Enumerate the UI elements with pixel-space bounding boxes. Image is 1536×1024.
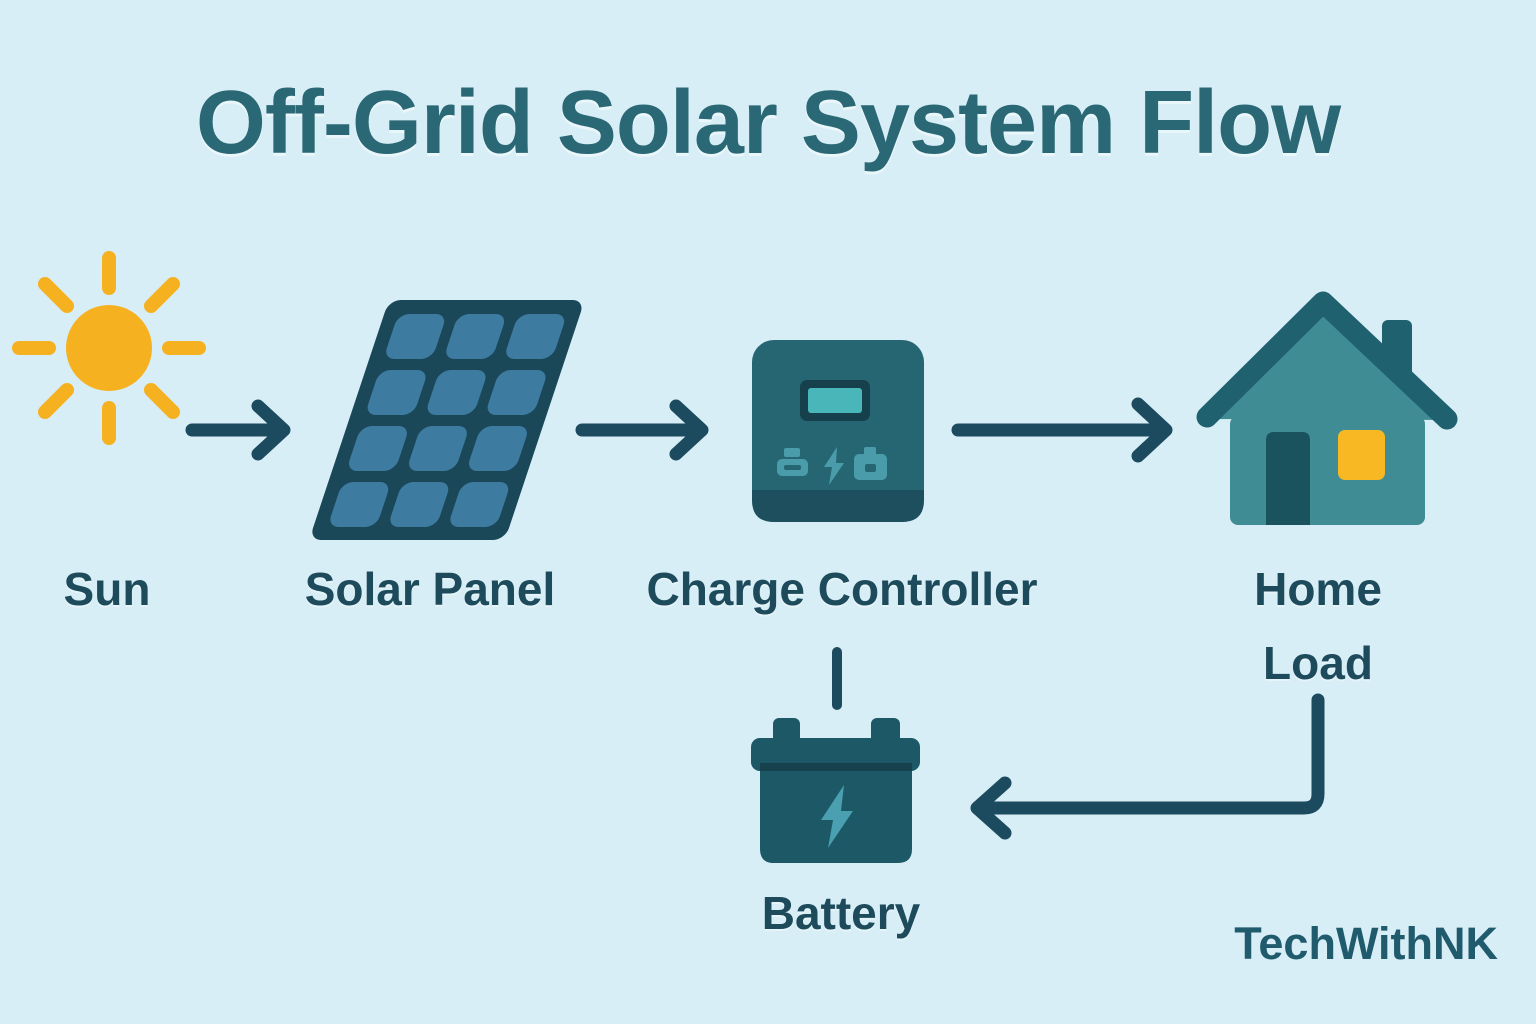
page-title: Off-Grid Solar System Flow	[195, 73, 1341, 173]
sun-label: Sun	[63, 563, 151, 615]
battery-icon	[751, 718, 920, 863]
battery-label: Battery	[761, 887, 921, 939]
home-load-label-line2: Load	[1263, 637, 1373, 689]
house-icon	[1196, 291, 1458, 525]
charge-controller-label: Charge Controller	[646, 563, 1038, 615]
arrow-panel-to-controller	[575, 399, 709, 461]
solar-panel-icon	[312, 300, 582, 540]
solar-panel-label: Solar Panel	[304, 563, 556, 615]
home-load-label-line1: Home	[1254, 563, 1382, 615]
arrow-home-to-battery	[970, 693, 1325, 840]
charge-controller-icon	[752, 340, 924, 522]
sun-icon	[12, 251, 206, 445]
arrow-controller-to-home	[951, 397, 1173, 463]
watermark-text: TechWithNK	[1234, 918, 1498, 969]
